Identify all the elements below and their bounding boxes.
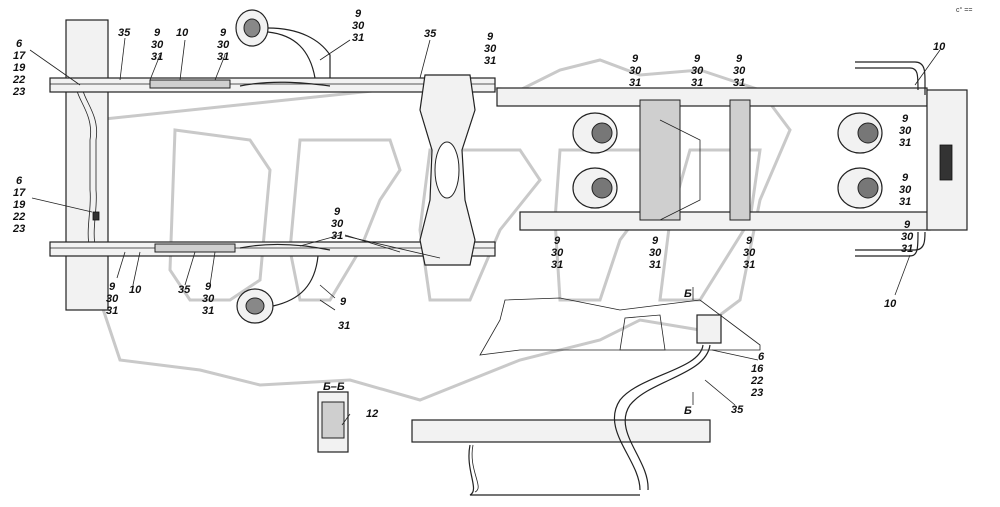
section-label: Б–Б	[323, 381, 345, 393]
callout-c13: 10	[933, 41, 946, 53]
brake-chamber-upper-left	[235, 9, 331, 79]
callout-c17: 10	[129, 284, 142, 296]
rear-crossmember	[65, 19, 109, 311]
brake-chamber-lower-left	[236, 255, 319, 324]
view-marker-top: Б	[684, 288, 692, 300]
callout-c8: 35	[424, 28, 437, 40]
upper-left-frame-rail	[49, 77, 496, 93]
callout-c28: 35	[731, 404, 744, 416]
callout-c5: 10	[176, 27, 189, 39]
section-bb-detail	[317, 391, 349, 453]
section-detail-right	[411, 297, 761, 496]
leader-lines	[29, 37, 941, 426]
brake-chambers-right	[572, 112, 883, 209]
lower-left-frame-rail	[49, 241, 496, 257]
callout-c25: 10	[884, 298, 897, 310]
right-frame	[496, 87, 968, 231]
middle-crossmember	[419, 74, 476, 266]
callout-c18: 35	[178, 284, 191, 296]
callout-c3: 35	[118, 27, 131, 39]
callout-c26: 12	[366, 408, 378, 420]
view-marker-bottom: Б	[684, 405, 692, 417]
corner-mark: c° ==	[956, 6, 972, 14]
